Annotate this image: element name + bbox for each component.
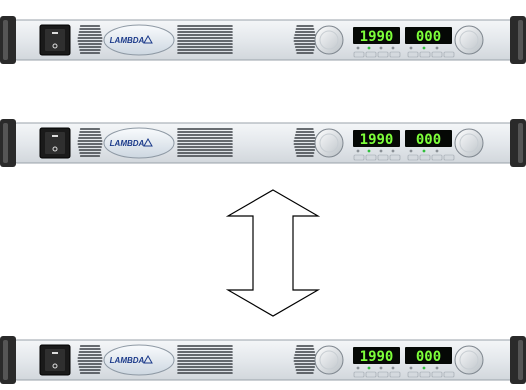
brand-logo: LAMBDA bbox=[103, 127, 175, 159]
power-switch-icon[interactable] bbox=[39, 127, 71, 159]
right-handle bbox=[510, 119, 526, 167]
svg-text:1990: 1990 bbox=[360, 29, 394, 45]
left-vent-grille-icon bbox=[77, 345, 103, 374]
voltage-display: 1990 bbox=[353, 27, 400, 45]
right-vent-grille-icon bbox=[293, 345, 317, 374]
center-vent-grille-icon bbox=[177, 25, 233, 54]
left-vent-grille-icon bbox=[77, 25, 103, 54]
front-buttons[interactable] bbox=[353, 154, 455, 161]
front-buttons[interactable] bbox=[353, 371, 455, 378]
power-switch-icon[interactable] bbox=[39, 24, 71, 56]
right-handle bbox=[510, 336, 526, 384]
voltage-knob-icon[interactable] bbox=[314, 345, 344, 375]
center-vent-grille-icon bbox=[177, 128, 233, 157]
svg-text:000: 000 bbox=[416, 349, 441, 365]
right-vent-grille-icon bbox=[293, 25, 317, 54]
svg-text:1990: 1990 bbox=[360, 132, 394, 148]
center-vent-grille-icon bbox=[177, 345, 233, 374]
indicator-leds bbox=[356, 46, 439, 50]
power-supply-unit-1: LAMBDA 1990 000 bbox=[0, 10, 526, 70]
current-display: 000 bbox=[405, 27, 452, 45]
svg-text:1990: 1990 bbox=[360, 349, 394, 365]
double-headed-vertical-arrow-icon bbox=[226, 189, 320, 317]
current-knob-icon[interactable] bbox=[454, 345, 484, 375]
indicator-leds bbox=[356, 366, 439, 370]
current-knob-icon[interactable] bbox=[454, 128, 484, 158]
brand-logo: LAMBDA bbox=[103, 24, 175, 56]
voltage-knob-icon[interactable] bbox=[314, 128, 344, 158]
left-vent-grille-icon bbox=[77, 128, 103, 157]
right-vent-grille-icon bbox=[293, 128, 317, 157]
svg-text:LAMBDA: LAMBDA bbox=[110, 356, 145, 365]
voltage-knob-icon[interactable] bbox=[314, 25, 344, 55]
left-handle bbox=[0, 16, 16, 64]
current-display: 000 bbox=[405, 347, 452, 365]
svg-text:LAMBDA: LAMBDA bbox=[110, 36, 145, 45]
voltage-display: 1990 bbox=[353, 347, 400, 365]
power-supply-unit-2: LAMBDA 1990 000 bbox=[0, 113, 526, 173]
svg-text:000: 000 bbox=[416, 132, 441, 148]
svg-text:000: 000 bbox=[416, 29, 441, 45]
brand-logo: LAMBDA bbox=[103, 344, 175, 376]
svg-text:LAMBDA: LAMBDA bbox=[110, 139, 145, 148]
power-supply-unit-3: LAMBDA 1990 000 bbox=[0, 330, 526, 390]
voltage-display: 1990 bbox=[353, 130, 400, 148]
indicator-leds bbox=[356, 149, 439, 153]
left-handle bbox=[0, 119, 16, 167]
right-handle bbox=[510, 16, 526, 64]
current-display: 000 bbox=[405, 130, 452, 148]
left-handle bbox=[0, 336, 16, 384]
power-switch-icon[interactable] bbox=[39, 344, 71, 376]
front-buttons[interactable] bbox=[353, 51, 455, 58]
current-knob-icon[interactable] bbox=[454, 25, 484, 55]
